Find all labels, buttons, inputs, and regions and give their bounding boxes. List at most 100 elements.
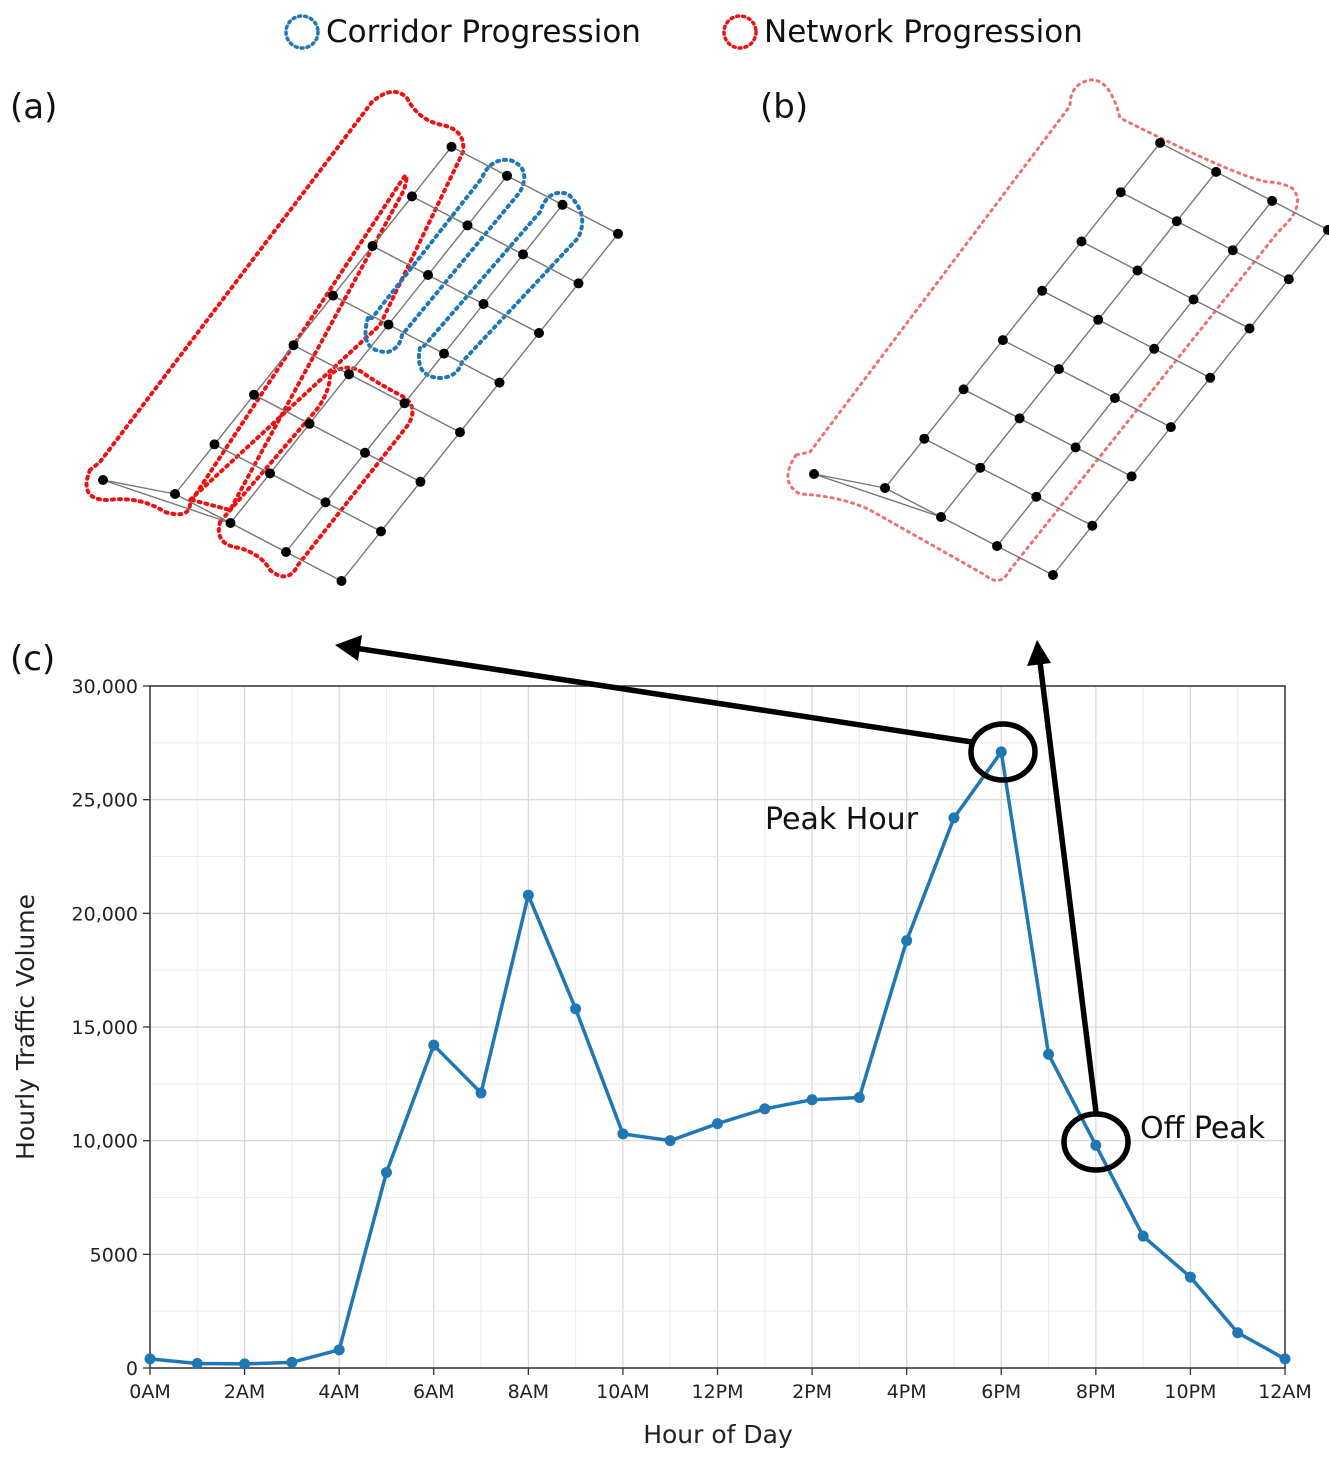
road-segment xyxy=(1081,240,1138,272)
data-point xyxy=(428,1039,440,1051)
road-segment xyxy=(1137,269,1194,301)
intersection-node xyxy=(997,335,1008,346)
road-segment xyxy=(1271,200,1329,231)
road-segment xyxy=(325,501,382,533)
y-tick-label: 10,000 xyxy=(72,1131,138,1153)
intersection-node xyxy=(1165,422,1176,433)
data-point xyxy=(1090,1139,1102,1151)
intersection-node xyxy=(518,249,528,260)
intersection-node xyxy=(462,220,473,231)
road-segment xyxy=(1153,299,1195,350)
road-segment xyxy=(1170,377,1211,428)
x-tick-label: 6PM xyxy=(981,1381,1021,1403)
road-segment xyxy=(387,274,429,326)
road-segment xyxy=(1052,525,1093,576)
road-segment xyxy=(996,545,1054,576)
road-segment xyxy=(1080,191,1122,242)
road-segment xyxy=(459,382,501,433)
x-tick-label: 12PM xyxy=(691,1381,743,1403)
off-peak-label: Off Peak xyxy=(1140,1111,1266,1146)
intersection-node xyxy=(1031,491,1042,502)
road-segment xyxy=(427,274,484,305)
intersection-node xyxy=(1037,285,1048,296)
intersection-node xyxy=(1188,294,1199,305)
network-legend-label: Network Progression xyxy=(764,14,1083,50)
intersection-node xyxy=(320,497,331,508)
data-point xyxy=(239,1358,251,1370)
road-segment xyxy=(1209,328,1251,379)
intersection-node xyxy=(1267,195,1278,206)
road-segment xyxy=(1002,339,1060,370)
data-point xyxy=(191,1357,203,1369)
panel-label-a: (a) xyxy=(10,87,57,127)
road-segment xyxy=(1114,397,1172,428)
data-point xyxy=(806,1094,818,1106)
corridor-legend-marker xyxy=(284,14,320,50)
intersection-node xyxy=(1115,187,1126,198)
intersection-node xyxy=(446,141,457,152)
network-legend-marker xyxy=(722,14,758,50)
road-segment xyxy=(404,402,461,433)
intersection-node xyxy=(534,328,544,338)
x-tick-label: 8PM xyxy=(1076,1381,1116,1403)
intersection-node xyxy=(407,191,417,202)
corridor-progression-outline xyxy=(417,190,585,381)
off-peak-circle xyxy=(1061,1111,1131,1173)
road-segment xyxy=(1114,348,1155,399)
road-segment xyxy=(1136,220,1178,271)
intersection-node xyxy=(423,270,433,280)
data-point xyxy=(1137,1230,1149,1242)
road-segment xyxy=(269,423,311,474)
intersection-node xyxy=(975,462,986,473)
road-segment xyxy=(1075,397,1116,448)
road-segment xyxy=(285,551,342,582)
intersection-node xyxy=(1244,323,1255,334)
road-segment xyxy=(380,481,422,532)
road-segment xyxy=(309,423,366,454)
data-point xyxy=(1232,1327,1244,1339)
network-progression-outline xyxy=(786,78,1300,582)
intersection-node xyxy=(1053,364,1064,375)
road-segment xyxy=(1035,446,1077,498)
network-diagram-a xyxy=(84,90,623,586)
road-segment xyxy=(813,473,942,518)
x-tick-label: 10AM xyxy=(596,1381,650,1403)
road-segment xyxy=(269,472,326,504)
road-segment xyxy=(813,473,886,489)
intersection-node xyxy=(336,576,347,586)
road-segment xyxy=(372,245,429,276)
data-point xyxy=(522,889,534,901)
x-tick-label: 2AM xyxy=(224,1381,265,1403)
intersection-node xyxy=(415,476,426,487)
intersection-node xyxy=(1070,442,1081,453)
intersection-node xyxy=(958,384,969,395)
road-segment xyxy=(364,402,406,454)
intersection-node xyxy=(1171,216,1182,227)
y-tick-label: 30,000 xyxy=(72,676,138,698)
intersection-node xyxy=(494,377,505,388)
network-diagram-b xyxy=(786,78,1329,582)
road-segment xyxy=(253,344,295,396)
corridor-progression-outline xyxy=(363,157,527,355)
off-peak-arrow-line xyxy=(1037,661,1099,1113)
network-progression-outline xyxy=(188,173,409,513)
road-segment xyxy=(1131,426,1172,477)
road-segment xyxy=(340,530,382,582)
intersection-node xyxy=(1323,224,1329,235)
annotations: Peak Hour Off Peak xyxy=(335,635,1266,1173)
road-segment xyxy=(1041,241,1083,292)
y-tick-label: 5000 xyxy=(90,1244,138,1266)
road-segment xyxy=(348,324,390,375)
data-point xyxy=(380,1166,392,1178)
intersection-node xyxy=(344,369,354,380)
x-tick-label: 6AM xyxy=(413,1381,454,1403)
road-segment xyxy=(1288,229,1329,280)
data-point xyxy=(570,1003,582,1015)
road-segment xyxy=(174,443,216,495)
road-segment xyxy=(482,253,524,305)
x-tick-label: 4AM xyxy=(318,1381,359,1403)
intersection-node xyxy=(1132,265,1143,276)
